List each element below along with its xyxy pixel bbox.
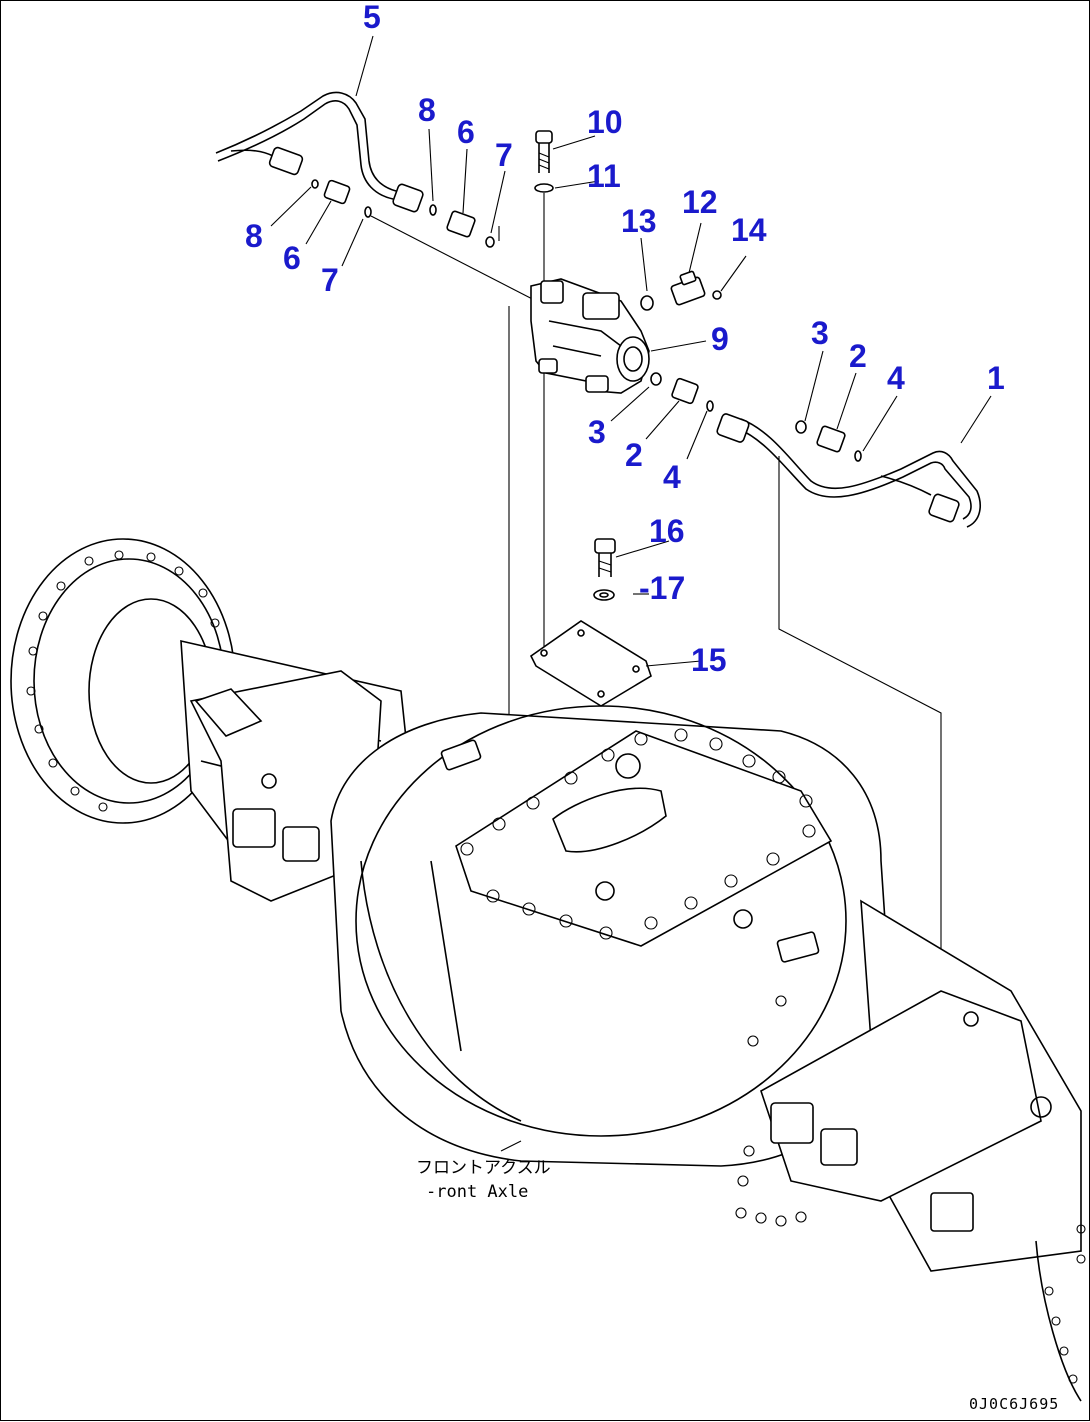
- front-axle-caption-en: -ront Axle: [426, 1182, 528, 1202]
- callout-label: 6: [457, 114, 475, 150]
- fittings-top-right: [640, 270, 722, 311]
- bolt-10: [534, 130, 554, 193]
- valve-9: [530, 278, 650, 394]
- leader-left-to-axle: [498, 226, 510, 721]
- callout-leaders: [270, 35, 992, 667]
- callout-label: 5: [363, 1, 381, 35]
- callout-label: 11: [587, 158, 621, 194]
- bolt-16: [593, 538, 616, 601]
- callout-label: 3: [588, 414, 606, 450]
- callout-label: 8: [245, 218, 263, 254]
- callout-label: 15: [691, 642, 727, 678]
- callout-label: 13: [621, 203, 657, 239]
- callout-label: 6: [283, 240, 301, 276]
- fittings-left: [311, 179, 495, 248]
- callout-label: -17: [639, 570, 685, 606]
- callout-label: 4: [663, 459, 681, 495]
- callout-label: 3: [811, 315, 829, 351]
- callout-label: 7: [321, 262, 339, 298]
- callout-label: 16: [649, 513, 685, 549]
- callout-label: 8: [418, 92, 436, 128]
- front-axle-caption-jp: フロントアクスル: [416, 1158, 551, 1178]
- callout-label: 10: [587, 104, 623, 140]
- callout-label: 7: [495, 137, 513, 173]
- callout-label: 12: [682, 184, 718, 220]
- callouts: 5 8 6 7 10 11 13 12 14 8 6 7 9 3 2 4 1 3…: [245, 1, 1005, 678]
- callout-label: 2: [625, 437, 643, 473]
- fittings-middle: [650, 372, 714, 412]
- leader-right-to-axle: [778, 456, 942, 981]
- callout-label: 14: [731, 212, 767, 248]
- callout-label: 9: [711, 321, 729, 357]
- callout-label: 1: [987, 360, 1005, 396]
- front-axle: [10, 538, 1086, 1402]
- tube-5: [215, 91, 424, 213]
- callout-label: 2: [849, 338, 867, 374]
- plate-15: [529, 620, 652, 707]
- tube-1: [716, 413, 981, 528]
- document-id: 0J0C6J695: [969, 1395, 1059, 1413]
- callout-label: 4: [887, 360, 905, 396]
